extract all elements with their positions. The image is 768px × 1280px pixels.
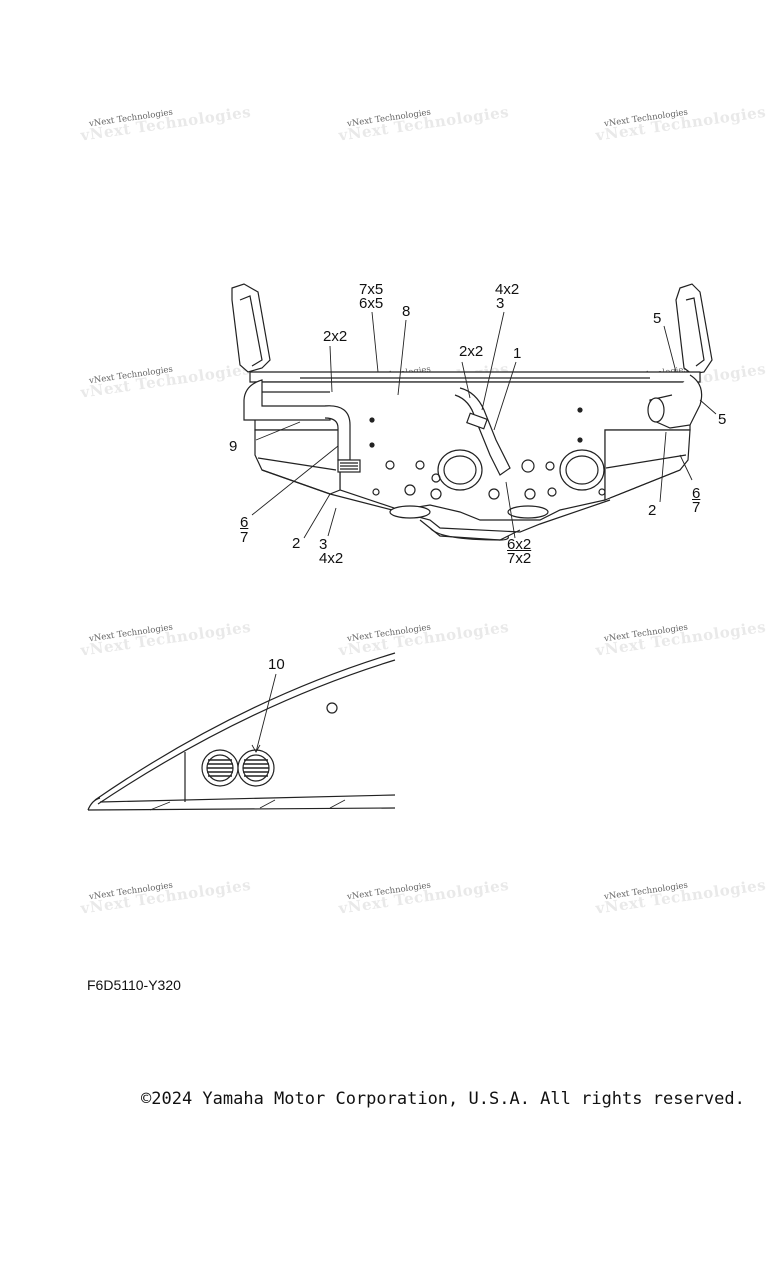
callout-1: 1 xyxy=(513,345,522,362)
center-hose xyxy=(454,387,511,476)
callout-2: 2 xyxy=(648,502,657,519)
left-tower-inner xyxy=(239,295,263,367)
vent-leader-line xyxy=(255,673,277,753)
callout-8: 8 xyxy=(402,303,411,320)
callout-6: 6 xyxy=(240,514,249,531)
callout-7: 7 xyxy=(692,499,701,516)
hull-side-curve xyxy=(94,652,396,801)
callout-2: 2 xyxy=(292,535,301,552)
hull-rivet xyxy=(326,702,338,714)
callout-7: 7 xyxy=(240,529,249,546)
callout-2x2: 2x2 xyxy=(459,343,484,360)
callout-10: 10 xyxy=(268,656,285,673)
callout-7x2: 7x2 xyxy=(507,550,532,567)
copyright-notice: ©2024 Yamaha Motor Corporation, U.S.A. A… xyxy=(141,1089,745,1109)
vent-grille-right xyxy=(237,749,275,787)
callout-5: 5 xyxy=(653,310,662,327)
callout-3: 3 xyxy=(319,536,328,553)
deck-rail xyxy=(249,371,701,383)
leader-lines xyxy=(251,311,717,539)
callout-9: 9 xyxy=(229,438,238,455)
diagram-code: F6D5110-Y320 xyxy=(87,977,181,993)
callout-6: 6 xyxy=(692,485,701,502)
drain-line xyxy=(429,527,509,541)
callout-3: 3 xyxy=(496,295,505,312)
right-outlet xyxy=(507,505,549,519)
callout-7x5: 7x5 xyxy=(359,281,384,298)
callout-6x2: 6x2 xyxy=(507,536,532,553)
vent-grille-left xyxy=(201,749,239,787)
center-hose-clamp xyxy=(466,412,488,430)
hull-baseline xyxy=(87,807,396,811)
left-outlet xyxy=(389,505,431,519)
callout-4x2: 4x2 xyxy=(495,281,520,298)
callout-5: 5 xyxy=(718,411,727,428)
right-tower-inner xyxy=(685,297,705,367)
callout-4x2: 4x2 xyxy=(319,550,344,567)
callout-6x5: 6x5 xyxy=(359,295,384,312)
callout-2x2: 2x2 xyxy=(323,328,348,345)
